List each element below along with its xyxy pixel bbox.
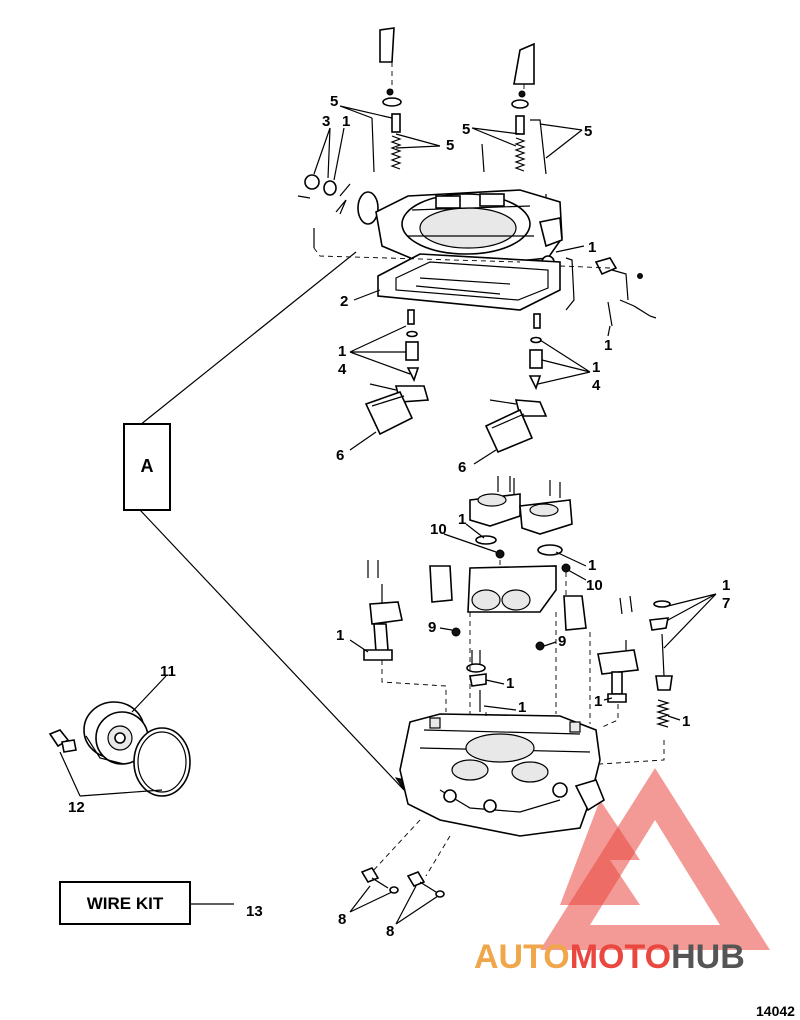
figure-number: 14042 [756, 1003, 795, 1019]
callout-1: 1 [604, 337, 612, 354]
center-small-parts [466, 650, 487, 712]
booster-venturi-group [429, 476, 587, 631]
alignment-lines-bottom [371, 560, 665, 877]
callout-6: 6 [336, 447, 344, 464]
watermark-logo [540, 768, 770, 950]
callout-10: 10 [586, 577, 603, 594]
callout-13: 13 [246, 903, 263, 920]
callout-5: 5 [446, 137, 454, 154]
callout-labels: 5 5 5 5 3 1 1 1 2 1 4 1 4 6 6 10 1 1 10 … [68, 93, 730, 940]
right-metering-group [597, 595, 673, 728]
box-a-label: A [141, 456, 154, 476]
callout-1: 1 [594, 693, 602, 710]
idle-mixture-screws [360, 867, 445, 898]
callout-1: 1 [722, 577, 730, 594]
callout-7: 7 [722, 595, 730, 612]
callout-8: 8 [338, 911, 346, 928]
callout-1: 1 [588, 239, 596, 256]
detail-a-box: A [123, 251, 407, 792]
float-assemblies [364, 309, 548, 454]
air-horn-gasket [377, 253, 561, 311]
callout-5: 5 [330, 93, 338, 110]
callout-9: 9 [428, 619, 436, 636]
callout-leaders [59, 105, 717, 925]
choke-housing [48, 701, 191, 797]
callout-11: 11 [160, 663, 176, 680]
callout-10: 10 [430, 521, 447, 538]
callout-1: 1 [682, 713, 690, 730]
callout-1: 1 [338, 343, 346, 360]
callout-2: 2 [340, 293, 348, 310]
wire-kit-box: WIRE KIT [59, 881, 234, 925]
callout-6: 6 [458, 459, 466, 476]
callout-4: 4 [338, 361, 347, 378]
wire-kit-label: WIRE KIT [87, 894, 164, 913]
callout-1: 1 [458, 511, 466, 528]
callout-1: 1 [506, 675, 514, 692]
wedge-right [513, 42, 535, 85]
callout-1: 1 [336, 627, 344, 644]
main-carburetor-body [399, 713, 605, 837]
callout-3: 3 [322, 113, 330, 130]
callout-5: 5 [584, 123, 592, 140]
callout-1: 1 [588, 557, 596, 574]
alignment-lines-top [313, 62, 611, 269]
callout-4: 4 [592, 377, 601, 394]
callout-9: 9 [558, 633, 566, 650]
callout-8: 8 [386, 923, 394, 940]
wedge-left [379, 27, 395, 63]
callout-1: 1 [342, 113, 350, 130]
callout-1: 1 [518, 699, 526, 716]
callout-5: 5 [462, 121, 470, 138]
watermark-text: AUTOMOTOHUB [474, 938, 745, 976]
callout-1: 1 [592, 359, 600, 376]
left-pump-linkage [363, 560, 545, 661]
callout-12: 12 [68, 799, 85, 816]
